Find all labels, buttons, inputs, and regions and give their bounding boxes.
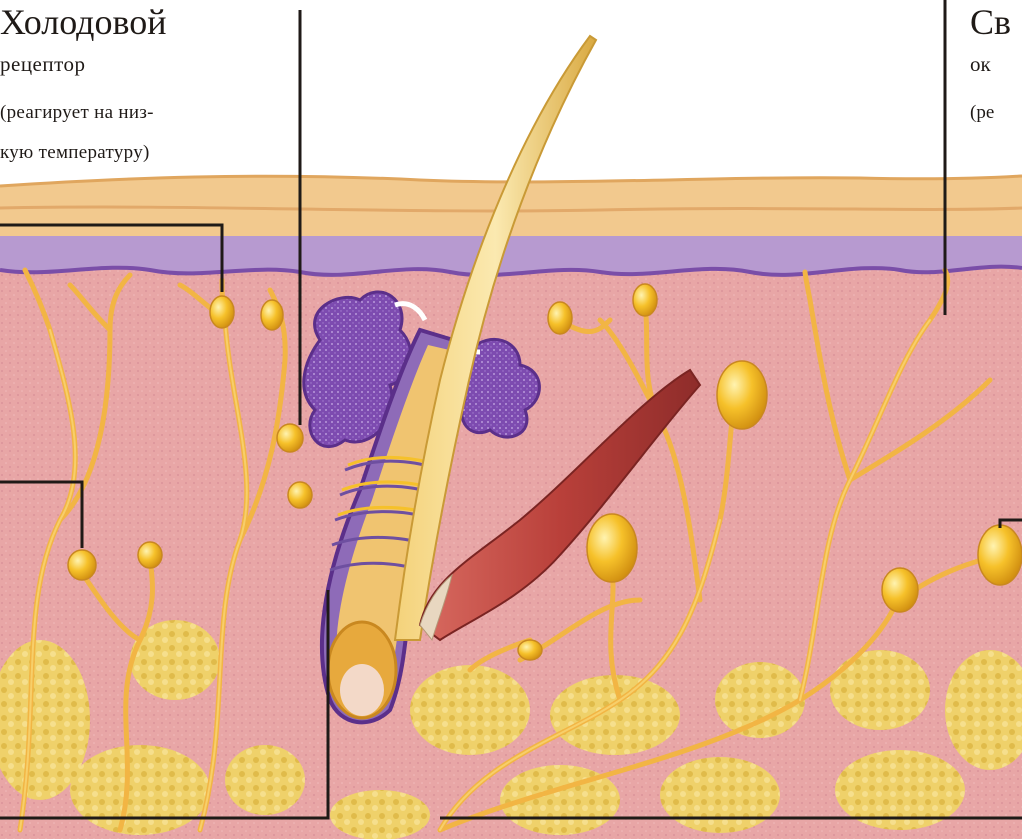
right-label-line2: ок [970, 54, 991, 75]
right-label-line3: (ре [970, 103, 994, 122]
cold-receptor-label-line2: рецептор [0, 54, 86, 75]
cold-receptor-label-line4: кую температуру) [0, 143, 150, 162]
cold-receptor-label-line3: (реагирует на низ- [0, 103, 154, 122]
right-label-title: Св [970, 4, 1011, 40]
cold-receptor-label-title: Холодовой [0, 4, 167, 40]
